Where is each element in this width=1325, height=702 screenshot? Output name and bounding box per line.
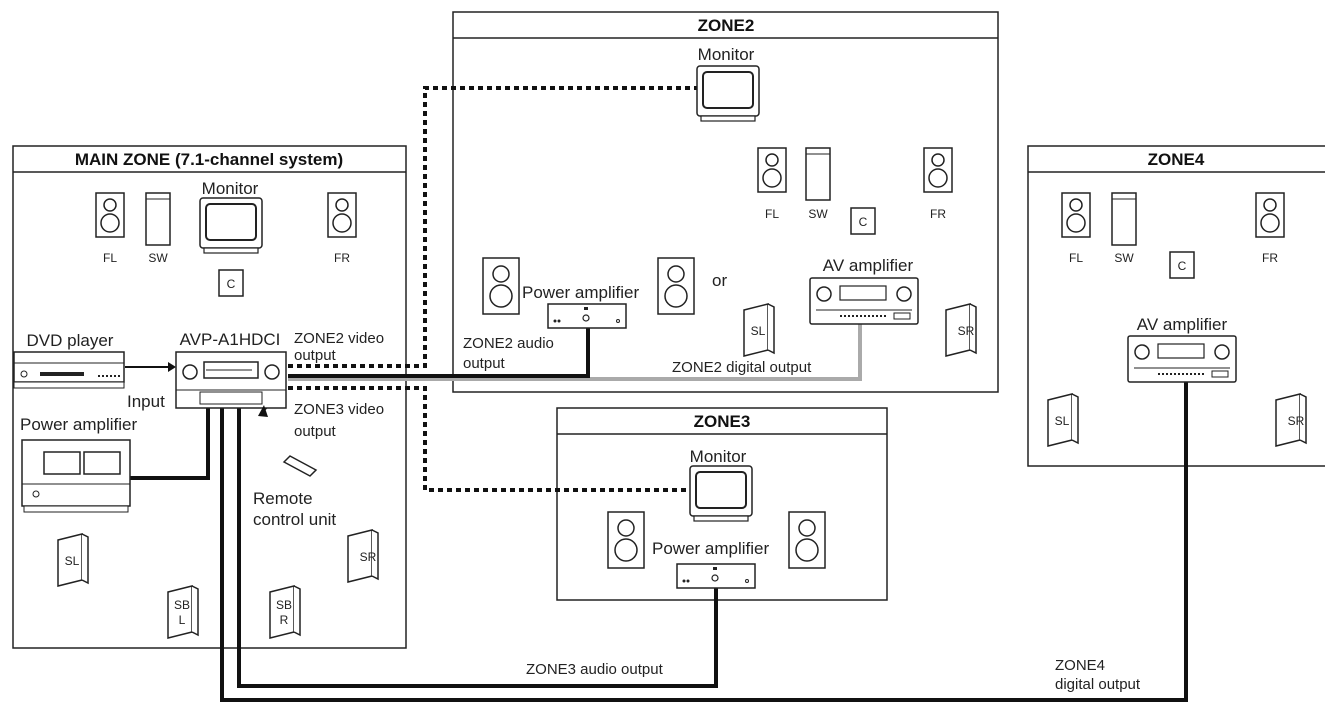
- main-fl-label: FL: [103, 251, 117, 265]
- main-sbl-label-2: L: [179, 613, 186, 627]
- main-sbl-speaker-icon: [167, 585, 199, 639]
- zone2-title: ZONE2: [698, 16, 755, 35]
- zone4-digital-label-2: digital output: [1055, 676, 1141, 693]
- main-sl-label: SL: [65, 554, 80, 568]
- main-fr-speaker-icon: [327, 192, 357, 238]
- zone2-left-speaker-icon: [482, 257, 520, 315]
- zone2-power-amplifier-icon: [547, 303, 627, 329]
- zone2-video-cable: [288, 86, 698, 368]
- zone4-av-amplifier-icon: [1127, 335, 1237, 383]
- zone2-video-label-1: ZONE2 video: [294, 330, 384, 347]
- zone3-left-speaker-icon: [607, 511, 645, 569]
- zone4-sw-label: SW: [1114, 251, 1134, 265]
- zone2-av-amp-label: AV amplifier: [823, 256, 914, 275]
- zone2-audio-label-1: ZONE2 audio: [463, 335, 554, 352]
- zone2-sr-label: SR: [958, 324, 975, 338]
- main-sw-speaker-icon: [145, 192, 171, 246]
- zone3-video-label-1: ZONE3 video: [294, 401, 384, 418]
- zone4-title: ZONE4: [1148, 150, 1205, 169]
- zone3-power-amplifier-icon: [676, 563, 756, 589]
- zone2-sl-label: SL: [751, 324, 766, 338]
- zone2-digital-cable: [288, 318, 862, 381]
- zone2-power-amp-label: Power amplifier: [522, 283, 639, 302]
- dvd-player-label: DVD player: [27, 331, 114, 350]
- main-sbr-label-2: R: [280, 613, 289, 627]
- zone2-fr-label: FR: [930, 207, 946, 221]
- remote-control-icon: [282, 455, 318, 477]
- zone4-fr-label: FR: [1262, 251, 1278, 265]
- zone4-av-amp-label: AV amplifier: [1137, 315, 1228, 334]
- zone2-monitor-icon: [696, 65, 760, 122]
- zone4-sw-speaker-icon: [1111, 192, 1137, 246]
- zone2-av-amplifier-icon: [809, 277, 919, 325]
- zone4-digital-cable: [220, 380, 1188, 702]
- remote-label-1: Remote: [253, 489, 313, 508]
- zone4-fl-speaker-icon: [1061, 192, 1091, 238]
- or-label: or: [712, 271, 727, 290]
- remote-label-2: control unit: [253, 510, 336, 529]
- zone3-audio-label: ZONE3 audio output: [526, 661, 664, 678]
- zone4-fl-label: FL: [1069, 251, 1083, 265]
- zone2-sw-label: SW: [808, 207, 828, 221]
- main-sbr-speaker-icon: [269, 585, 301, 639]
- zone2-fr-speaker-icon: [923, 147, 953, 193]
- zone2-fl-speaker-icon: [757, 147, 787, 193]
- main-monitor-label: Monitor: [202, 179, 259, 198]
- main-monitor-icon: [199, 197, 263, 254]
- zone3-power-amp-label: Power amplifier: [652, 539, 769, 558]
- main-sbl-label-1: SB: [174, 598, 190, 612]
- zone2-video-label-2: output: [294, 347, 337, 364]
- main-power-amplifier-icon: [21, 439, 131, 513]
- zone4-c-label: C: [1178, 259, 1187, 273]
- zone2-c-label: C: [859, 215, 868, 229]
- zone4-digital-label-1: ZONE4: [1055, 657, 1105, 674]
- zone3-video-label-2: output: [294, 423, 337, 440]
- zone3-video-cable: [288, 386, 692, 492]
- zone3-audio-cable: [237, 408, 718, 688]
- zone2-audio-cable: [288, 328, 590, 378]
- zone2-right-speaker-icon: [657, 257, 695, 315]
- zone3-title: ZONE3: [694, 412, 751, 431]
- main-sw-label: SW: [148, 251, 168, 265]
- zone2-audio-label-2: output: [463, 355, 506, 372]
- main-power-amp-label: Power amplifier: [20, 415, 137, 434]
- zone2-monitor-label: Monitor: [698, 45, 755, 64]
- main-sbr-label-1: SB: [276, 598, 292, 612]
- zone4-sl-label: SL: [1055, 414, 1070, 428]
- zone2-fl-label: FL: [765, 207, 779, 221]
- zone2-digital-label: ZONE2 digital output: [672, 359, 812, 376]
- main-sr-label: SR: [360, 550, 377, 564]
- main-power-amp-cable: [130, 408, 210, 480]
- zone3-right-speaker-icon: [788, 511, 826, 569]
- zone4-fr-speaker-icon: [1255, 192, 1285, 238]
- zone4-sr-label: SR: [1288, 414, 1305, 428]
- zone2-sw-speaker-icon: [805, 147, 831, 201]
- zone3-monitor-icon: [689, 465, 753, 522]
- avp-label: AVP-A1HDCI: [180, 330, 281, 349]
- input-label: Input: [127, 392, 165, 411]
- main-c-label: C: [227, 277, 236, 291]
- main-fr-label: FR: [334, 251, 350, 265]
- avp-a1hdci-icon: [175, 351, 287, 409]
- zone3-monitor-label: Monitor: [690, 447, 747, 466]
- dvd-player-icon: [13, 351, 125, 389]
- main-zone-title: MAIN ZONE (7.1-channel system): [75, 150, 343, 169]
- main-fl-speaker-icon: [95, 192, 125, 238]
